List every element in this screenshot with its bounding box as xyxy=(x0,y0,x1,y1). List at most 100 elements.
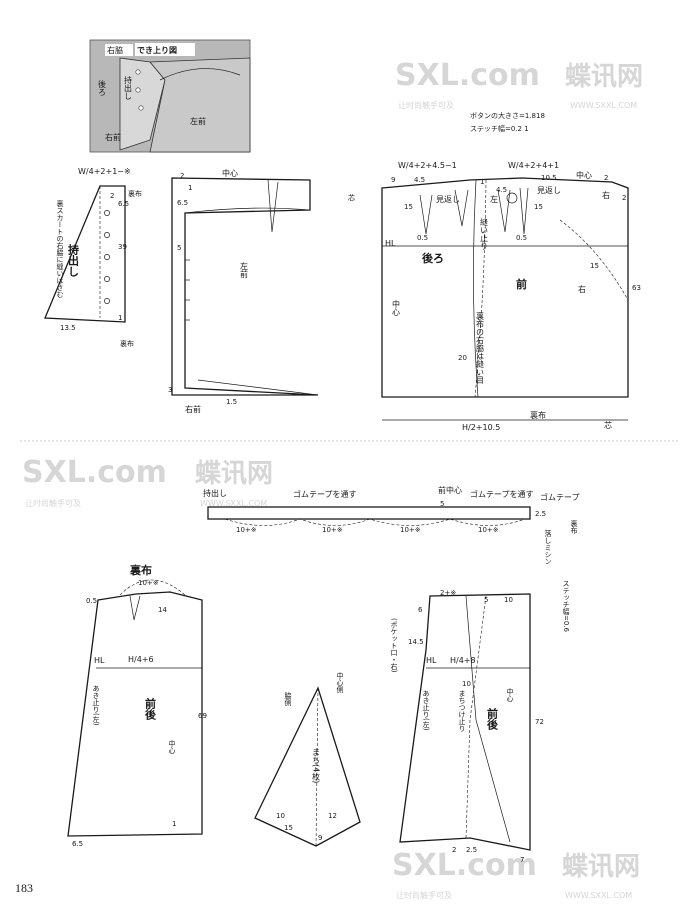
elastic-through-label: ゴムテープを通す xyxy=(470,489,534,499)
button-icon xyxy=(506,192,518,204)
watermark-tagline: 让时尚触手可及 xyxy=(398,100,454,110)
left-label: 左 xyxy=(490,194,498,204)
front-dart xyxy=(519,187,529,235)
main-skirt-piece: W/4+2+4.5−1 W/4+2+4+1 中心 見返し 見返し 左 右 右 縫… xyxy=(348,161,641,432)
segment-label: 10+※ xyxy=(322,526,343,534)
measure-label: 4.5 xyxy=(496,186,507,194)
pocket-opening-label: (ポケット口・右) xyxy=(390,618,398,673)
lining-front-back-label: 前後 xyxy=(144,697,157,721)
stitch-width-note: ステッチ幅=0.2 1 xyxy=(470,124,529,133)
measure-label: 9 xyxy=(391,176,395,184)
measure-label: 2 xyxy=(622,194,626,202)
finished-view-inset: 右脇 でき上り図 後ろ 持出し 右前 左前 xyxy=(89,39,251,153)
measure-label: 6.5 xyxy=(177,199,188,207)
waistband-placket-label: 持出し xyxy=(203,488,227,498)
front-piece-label: 前 xyxy=(516,277,527,291)
facing-right-front-label: 右前 xyxy=(185,404,201,414)
front-waist-formula: W/4+2+4+1 xyxy=(508,161,559,170)
watermark-brand: 蝶讯网 xyxy=(195,459,273,489)
back-piece-label: 後ろ xyxy=(422,251,444,265)
lining-hl-label: HL xyxy=(94,656,105,665)
measure-label: 39 xyxy=(118,243,127,251)
core-label-top: 芯 xyxy=(348,193,355,202)
watermark-url: WWW.SXXL.COM xyxy=(565,891,632,900)
placket-label: 持出し xyxy=(67,243,80,278)
watermark-url: WWW.SXXL.COM xyxy=(200,499,267,508)
measure-label: 2.5 xyxy=(535,510,546,518)
inset-right-side-label: 右脇 xyxy=(107,45,123,55)
measure-label: 72 xyxy=(535,718,544,726)
placket-lining-label-bottom: 裏布 xyxy=(120,339,134,348)
placket-lining-label: 裏布 xyxy=(128,189,142,198)
lower-hl-label: HL xyxy=(426,656,437,665)
elastic-through-label: ゴムテープを通す xyxy=(293,489,357,499)
ditch-stitch-label: 落しミシン xyxy=(544,529,552,565)
sew-stop-label: 縫い止り xyxy=(480,217,489,250)
measure-label: 13.5 xyxy=(60,324,76,332)
measure-label: 12 xyxy=(328,812,337,820)
measure-label: 6 xyxy=(418,606,423,614)
facing-label: 見返し xyxy=(436,195,460,204)
lining-piece: 裏布 10+※ H/4+6 HL あき止り(左) 前後 中心 0.5 14 69… xyxy=(67,563,207,848)
lower-top-formula: 2+※ xyxy=(440,589,456,597)
gusset-center-line xyxy=(315,687,319,847)
inset-title-bg xyxy=(135,43,195,56)
measure-label: 1 xyxy=(172,820,176,828)
back-dart xyxy=(419,194,433,235)
lining-top-formula: 10+※ xyxy=(138,579,159,587)
right-lower-label: 右 xyxy=(578,284,586,294)
measure-label: 15 xyxy=(534,203,543,211)
gusset-label: まち(4枚) xyxy=(312,748,321,783)
watermark-tagline: 让时尚触手可及 xyxy=(25,498,81,508)
lining-center-label: 中心 xyxy=(168,739,176,754)
measure-label: 2 xyxy=(452,846,456,854)
lining-opening-label: あき止り(左) xyxy=(92,685,100,726)
center-back-label: 中心 xyxy=(392,299,401,316)
gusset-attach-line xyxy=(465,595,511,843)
measure-label: 2 xyxy=(110,192,114,200)
facing-curve xyxy=(559,219,629,301)
lower-center-label: 中心 xyxy=(506,687,514,702)
segment-label: 10+※ xyxy=(236,526,257,534)
placket-top-formula: W/4+2+1−※ xyxy=(78,167,131,176)
facing-left-front-label: 左前 xyxy=(240,261,249,279)
button-icon xyxy=(135,87,141,93)
measure-label: 69 xyxy=(198,712,207,720)
gusset-outline xyxy=(254,686,361,847)
waistband-front-center-label: 前中心 xyxy=(438,485,462,495)
measure-label: 1.5 xyxy=(226,398,237,406)
facing-outline xyxy=(171,177,319,396)
measure-label: 1 xyxy=(480,178,484,186)
button-icon xyxy=(138,105,144,111)
measure-label: 14 xyxy=(158,606,167,614)
lining-dart xyxy=(129,595,141,621)
button-icon xyxy=(104,210,110,216)
measure-label: 2 xyxy=(180,172,184,180)
skirt-center-label: 中心 xyxy=(576,170,592,180)
waistband-piece: 持出し ゴムテープを通す 前中心 ゴムテープを通す ゴムテープ 裏布 落しミシン… xyxy=(203,485,580,565)
lower-skirt-outline xyxy=(399,593,531,851)
gusset-side-label: 脇側 xyxy=(284,692,292,706)
measure-label: 0.5 xyxy=(516,234,527,242)
measure-label: 6.5 xyxy=(72,840,83,848)
measure-label: 5 xyxy=(484,596,488,604)
button-icon xyxy=(104,254,110,260)
inset-placket-shape xyxy=(119,57,166,151)
hip-line-label: HL xyxy=(385,239,396,248)
watermark-brand: 蝶讯网 xyxy=(565,62,643,92)
back-waist-formula: W/4+2+4.5−1 xyxy=(398,161,457,170)
segment-label: 10+※ xyxy=(478,526,499,534)
lower-opening-label: あき止り(左) xyxy=(422,690,430,731)
measure-label: 10.5 xyxy=(541,174,557,182)
inset-right-front-label: 右前 xyxy=(105,132,121,142)
button-icon xyxy=(104,298,110,304)
segment-label: 10+※ xyxy=(400,526,421,534)
waistband-gather-curve xyxy=(224,518,526,526)
measure-label: 10 xyxy=(462,680,471,688)
skirt-lining-label: 裏布 xyxy=(530,410,546,420)
measure-label: 2.5 xyxy=(466,846,477,854)
inset-label-bg xyxy=(105,44,133,56)
measure-label: 6.5 xyxy=(118,200,129,208)
gusset-piece: 脇側 中心側 まち(4枚) 10 12 15 9 xyxy=(254,671,361,847)
